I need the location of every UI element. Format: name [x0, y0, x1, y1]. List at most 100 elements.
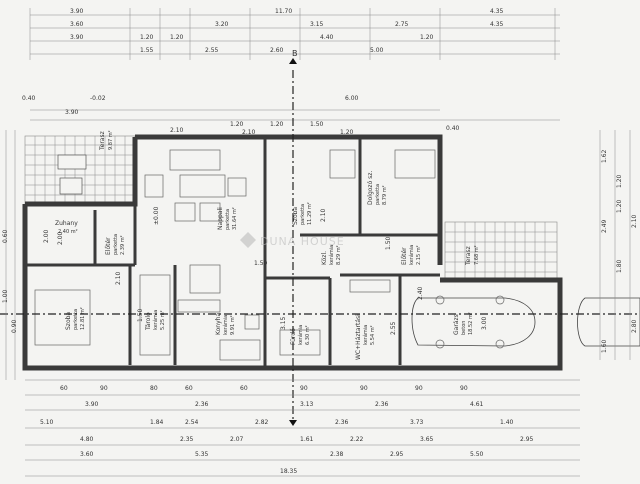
dim-bot-1-7: 90 [415, 385, 423, 392]
misc-marks: ±0.00 1.50 2.10 2.00 1.50 3.15 2.55 3.00… [57, 206, 488, 335]
dim-wall-4: 1.50 [310, 121, 324, 128]
room-konyha-floor: kerámia [222, 315, 229, 335]
left-dimension-labels: 0.60 1.00 0.90 2.00 [2, 130, 50, 380]
room-szoba-top-area: 11.29 m² [307, 202, 313, 225]
dim-left-3: 2.00 [43, 229, 50, 243]
room-tarolo-name: Tároló [145, 312, 152, 331]
dim-bot-2-2: 3.13 [300, 401, 314, 408]
room-dolgozo-name: Dolgozó sz. [367, 171, 374, 205]
dim-top-4-0: 1.55 [140, 47, 154, 54]
dim-bot-5-3: 2.95 [390, 451, 404, 458]
sill-mark-1: 1.50 [254, 260, 268, 267]
room-eloter2-floor: kerámia [408, 245, 415, 265]
garage-car [411, 295, 640, 349]
dim-bot-4-3: 1.61 [300, 436, 314, 443]
room-kozl-area: 8.29 m² [336, 245, 342, 265]
room-wc-floor: kerámia [362, 325, 369, 345]
dim-top-3-3: 4.40 [320, 34, 334, 41]
dim-bot-1-1: 90 [100, 385, 108, 392]
room-wc-name: WC+Háztartási [355, 314, 362, 360]
dim-top-1-0: 3.90 [70, 8, 84, 15]
dim-right-1: 1.20 [616, 174, 623, 188]
col-val-2: 3.15 [280, 316, 287, 330]
dim-upper-1: -0.02 [90, 95, 106, 102]
dim-bot-5-1: 5.35 [195, 451, 209, 458]
room-garazs-floor: beton [461, 321, 467, 335]
terrace-right-grid [444, 221, 558, 281]
dim-bot-1-3: 60 [185, 385, 193, 392]
dim-upper-3: 6.00 [345, 95, 359, 102]
dim-right-6: 2.80 [631, 319, 638, 333]
bottom-dimension-lines [25, 379, 580, 477]
dim-upper-4: 0.40 [446, 125, 460, 132]
dim-top-3-2: 1.20 [170, 34, 184, 41]
dim-upper-0: 0.40 [22, 95, 36, 102]
dim-bot-5-2: 2.38 [330, 451, 344, 458]
room-terasz-right-area: 7.68 m² [474, 245, 480, 265]
dim-right-2: 1.20 [616, 199, 623, 213]
room-dolgozo-area: 8.79 m² [382, 185, 388, 205]
dim-right-7: 1.60 [601, 339, 608, 353]
dim-bot-3-5: 3.73 [410, 419, 424, 426]
dim-top-2-1: 3.20 [215, 21, 229, 28]
dim-wall-3: 1.20 [270, 121, 284, 128]
col-val-0: 2.00 [57, 231, 64, 245]
room-labels: Terasz 9.87 m² Nappali parketta 31.64 m²… [55, 130, 480, 360]
dim-bot-1-2: 80 [150, 385, 158, 392]
dim-bot-4-4: 2.22 [350, 436, 364, 443]
dim-left-0: 0.60 [2, 229, 9, 243]
watermark-text: DUNA HOUSE [260, 235, 345, 248]
top-dimension-labels: 3.90 11.70 4.35 3.60 3.20 3.15 2.75 4.35… [22, 8, 504, 132]
walls [22, 134, 563, 371]
dim-bot-4-6: 2.95 [520, 436, 534, 443]
room-zuhany-area: 2.40 m² [58, 229, 78, 235]
col-val-7: 1.50 [385, 236, 392, 250]
room-eloter2-area: 2.15 m² [416, 245, 422, 265]
dim-bot-1-8: 90 [460, 385, 468, 392]
room-nappali-name: Nappali [217, 207, 224, 230]
room-zuhany-name: Zuhany [55, 220, 78, 227]
room-eloter1-name: Előtér [105, 237, 112, 255]
room-szoba-bottom-floor: parketta [73, 309, 79, 330]
col-val-4: 3.00 [481, 316, 488, 330]
furniture [34, 149, 436, 361]
terrace-top-grid [24, 135, 136, 205]
right-dimension-labels: 1.62 1.20 1.20 2.49 2.10 1.80 2.80 1.60 [599, 130, 638, 360]
dim-upper-2: 3.90 [65, 109, 79, 116]
dim-bot-3-4: 2.36 [335, 419, 349, 426]
dim-bot-3-3: 2.82 [255, 419, 269, 426]
dim-left-2: 0.90 [11, 319, 18, 333]
dim-top-1-2: 4.35 [490, 8, 504, 15]
room-furdo-name: Fürdő [290, 328, 297, 345]
wall-sub-dims: 2.10 1.20 2.10 1.20 1.50 1.20 [170, 121, 354, 136]
room-tarolo-area: 5.25 m² [160, 310, 166, 330]
dim-bot-5-4: 5.50 [470, 451, 484, 458]
room-terasz-top-area: 9.87 m² [108, 130, 114, 150]
dim-wall-2: 2.10 [242, 129, 256, 136]
dim-bot-1-6: 90 [360, 385, 368, 392]
room-szoba-top-name: Szoba [292, 207, 299, 225]
axis-label: B [292, 49, 298, 58]
dim-top-3-0: 3.90 [70, 34, 84, 41]
dim-bot-6-0: 18.35 [280, 468, 297, 475]
room-nappali-area: 31.64 m² [232, 207, 238, 230]
dim-bot-3-1: 1.84 [150, 419, 164, 426]
col-val-6: 2.10 [115, 271, 122, 285]
room-furdo-floor: kerámia [297, 325, 304, 345]
dim-bot-2-3: 2.36 [375, 401, 389, 408]
room-garazs-area: 18.52 m² [468, 312, 474, 335]
dim-top-4-3: 5.00 [370, 47, 384, 54]
dim-bot-5-0: 3.60 [80, 451, 94, 458]
col-val-5: 2.40 [417, 286, 424, 300]
sill-mark-2: 2.10 [320, 208, 327, 222]
room-szoba-top-floor: parketta [300, 204, 306, 225]
dim-left-1: 1.00 [2, 289, 9, 303]
room-konyha-area: 9.91 m² [230, 315, 236, 335]
room-nappali-floor: parketta [225, 209, 231, 230]
section-axis: B [289, 49, 298, 426]
room-tarolo-floor: kerámia [152, 310, 159, 330]
dim-bot-4-1: 2.35 [180, 436, 194, 443]
dim-right-0: 1.62 [601, 149, 608, 163]
bottom-dimension-labels: 60 90 80 60 60 90 90 90 90 3.90 2.36 3.1… [40, 385, 534, 475]
